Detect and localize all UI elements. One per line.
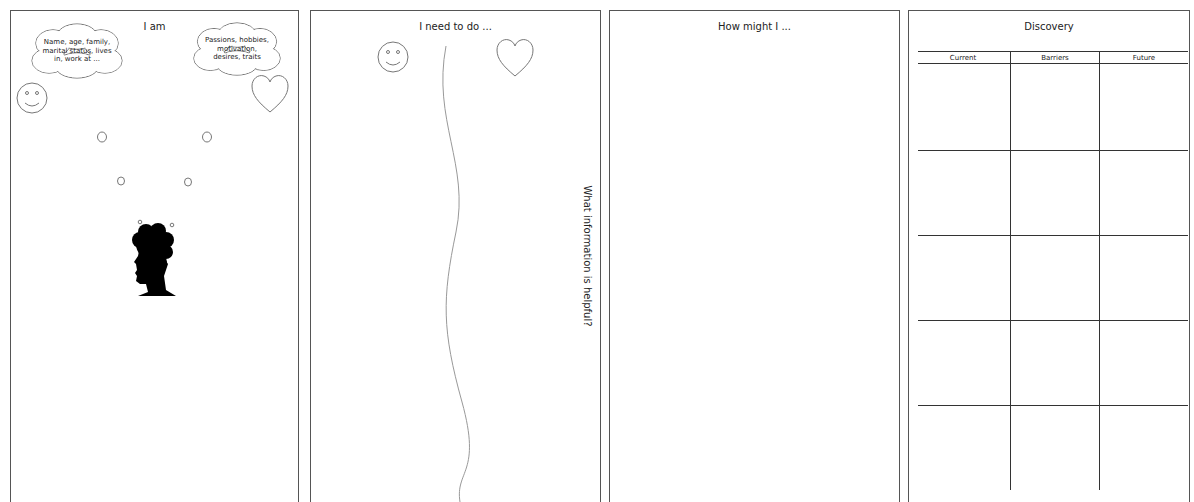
column-header: Current: [950, 54, 976, 62]
panel-heading: Discovery: [909, 21, 1189, 32]
smiley-icon: [17, 83, 47, 113]
journey-line: [443, 46, 470, 502]
panel-heading: How might I ...: [610, 21, 899, 32]
template-panel: How might I ...: [609, 10, 900, 502]
column-header: Barriers: [1041, 54, 1069, 62]
thought-bubbles: [98, 132, 212, 227]
template-panel: I amName, age, family, marital status, l…: [10, 10, 299, 502]
column-header: Future: [1133, 54, 1155, 62]
thought-cloud: Name, age, family, marital status, lives…: [29, 22, 125, 80]
head-silhouette: [132, 223, 176, 296]
cloud-text: Name, age, family, marital status, lives…: [41, 38, 113, 63]
side-question: What information is helpful?: [582, 185, 593, 326]
template-panel: Discovery: [908, 10, 1190, 502]
smiley-icon: [378, 42, 408, 72]
panel-heading: I need to do ...: [311, 21, 600, 32]
heart-icon: [252, 76, 288, 112]
discovery-table: [918, 51, 1188, 490]
heart-icon: [497, 40, 533, 76]
thought-cloud: Passions, hobbies, motivation, desires, …: [191, 21, 283, 77]
template-panel: I need to do ... What information is help…: [310, 10, 601, 502]
cloud-text: Passions, hobbies, motivation, desires, …: [203, 36, 271, 61]
